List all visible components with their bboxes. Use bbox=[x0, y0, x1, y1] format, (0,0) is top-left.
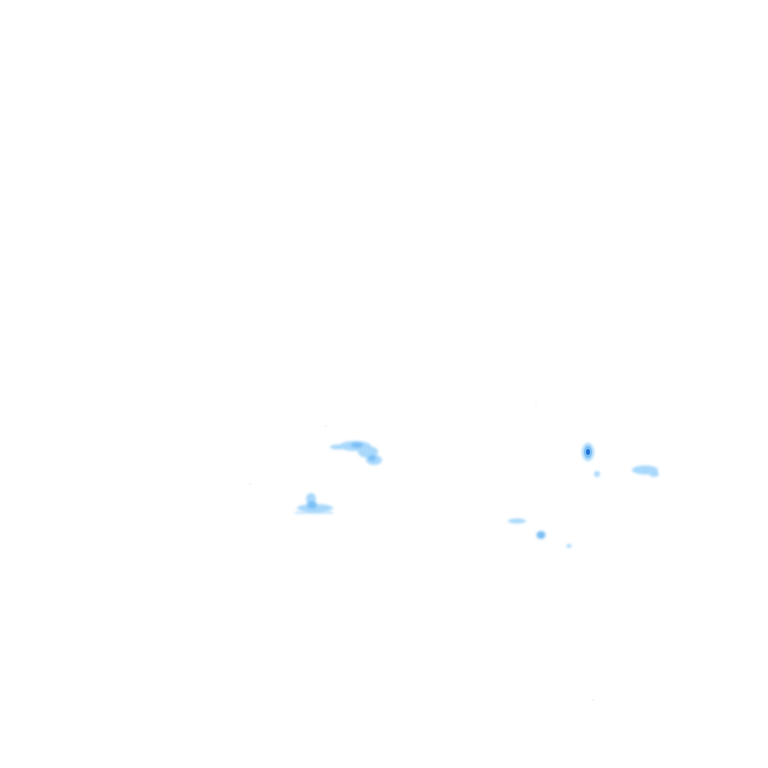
precip-cell-c bbox=[508, 518, 526, 524]
precip-cell-f bbox=[632, 465, 659, 477]
precip-cell-g bbox=[566, 544, 572, 548]
radar-noise bbox=[249, 404, 594, 701]
precip-cell-e bbox=[582, 443, 600, 477]
precip-cell-a bbox=[330, 441, 382, 465]
precip-cell-b bbox=[295, 493, 333, 514]
precip-cell-d bbox=[536, 531, 546, 539]
